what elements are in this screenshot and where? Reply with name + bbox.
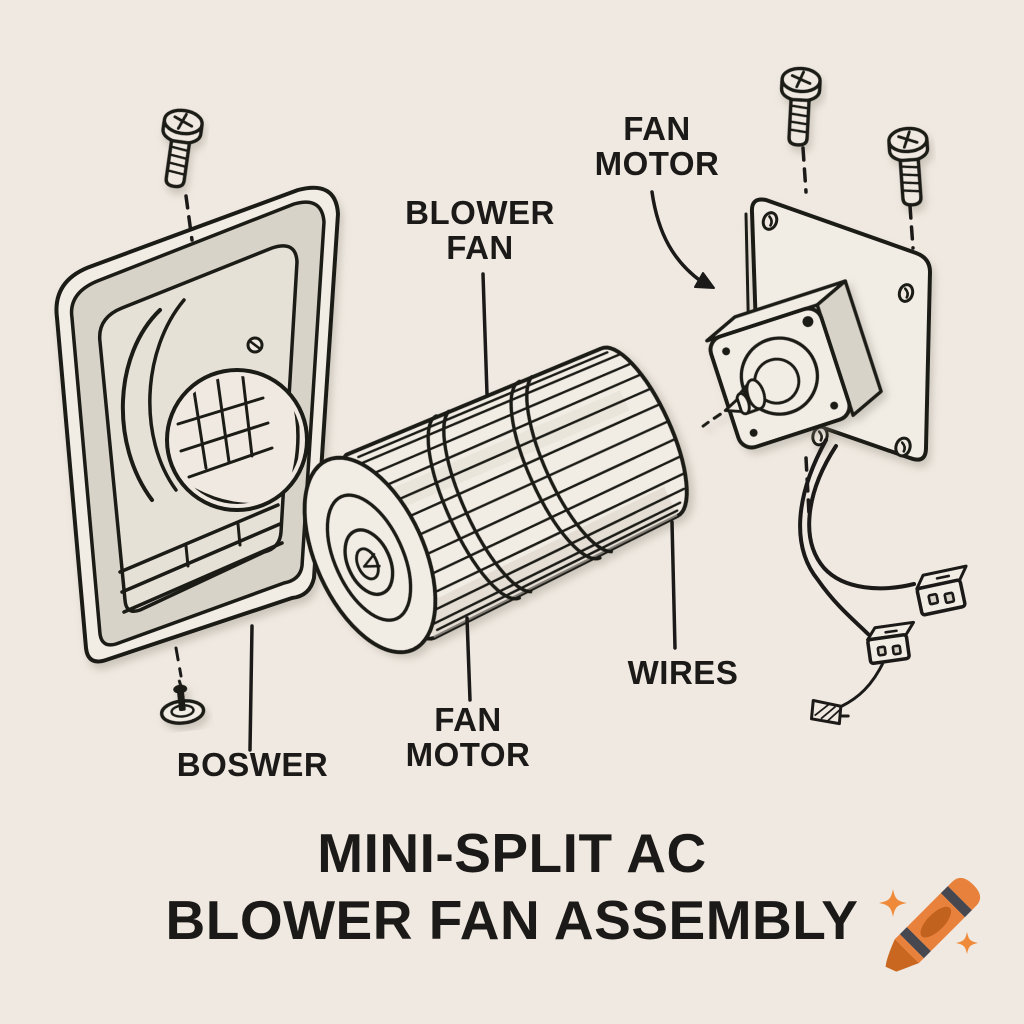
callout-wires-line1: WIRES — [627, 654, 739, 691]
callout-fan-motor-top-line2: MOTOR — [594, 144, 720, 182]
callout-fan-motor-bottom-line2: MOTOR — [405, 735, 531, 773]
crayon-icon — [885, 877, 981, 972]
callout-blower-fan-line1: BLOWER — [405, 194, 555, 231]
wire-connector-1 — [915, 564, 968, 617]
callout-blower-fan-line2: FAN — [446, 228, 514, 266]
diagram-title-line2: BLOWER FAN ASSEMBLY — [165, 889, 859, 951]
screw-guide-dash-top-left — [184, 194, 194, 242]
wire-connector-3 — [809, 698, 850, 726]
leader-fan-motor-bottom — [465, 616, 472, 702]
blower-housing — [54, 185, 340, 664]
grommet-guide-dash — [174, 646, 183, 678]
callout-boswer-line1: BOSWER — [176, 746, 329, 783]
leader-boswer — [248, 624, 254, 752]
callout-fan-motor-top-line1: FAN — [623, 110, 691, 147]
diagram-title-line1: MINI-SPLIT AC — [317, 822, 707, 884]
callout-boswer: BOSWER — [125, 746, 380, 783]
fan-motor-body — [701, 279, 883, 450]
callout-fan-motor-bottom: FAN MOTOR — [368, 701, 568, 773]
mounting-screw-top-right-1 — [776, 65, 823, 148]
screw-guide-dash-top-right-1 — [801, 146, 808, 194]
sparkle-icon — [955, 931, 979, 955]
motor-wires — [798, 438, 916, 708]
screw-guide-dash-top-right-2 — [908, 204, 915, 250]
callout-fan-motor-top: FAN MOTOR — [557, 110, 757, 182]
diagram-title: MINI-SPLIT AC BLOWER FAN ASSEMBLY — [12, 820, 1012, 954]
sparkle-icon — [879, 889, 907, 917]
callout-wires: WIRES — [578, 654, 788, 691]
mounting-screw-top-left — [153, 106, 206, 191]
callout-blower-fan: BLOWER FAN — [355, 194, 605, 266]
blower-fan-wheel — [302, 345, 689, 655]
wire-connector-2 — [866, 620, 916, 666]
mounting-screw-top-right-2 — [886, 125, 934, 208]
leader-blower-fan — [481, 272, 489, 396]
grommet-screw — [159, 679, 206, 725]
callout-fan-motor-bottom-line1: FAN — [434, 701, 502, 738]
leader-wires — [670, 520, 677, 650]
leader-fan-motor-top — [650, 190, 715, 289]
